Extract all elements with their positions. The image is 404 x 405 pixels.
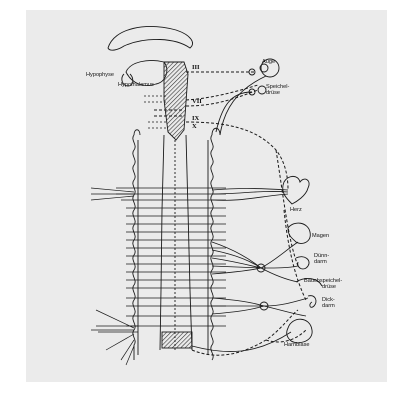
label-nerve-3: III: [192, 65, 200, 71]
label-auge: Auge: [262, 59, 275, 65]
label-magen: Magen: [312, 233, 329, 239]
label-harnblase: Harnblase: [284, 342, 310, 348]
label-nerve-7: VII: [192, 99, 202, 105]
label-hypothalamus: Hypothalamus: [118, 82, 154, 88]
sacral-region: [162, 332, 192, 348]
stomach: [288, 223, 310, 243]
salivary-gland: [258, 86, 266, 94]
label-nerve-10: X: [192, 124, 197, 130]
colon: [308, 296, 316, 308]
nervous-system-figure: Auge Hypophyse Hypothalamus III Speichel…: [26, 10, 387, 382]
brainstem: [164, 62, 188, 140]
spinal-cord-left: [160, 135, 164, 350]
label-dick-line2: darm: [322, 303, 335, 309]
label-duenn-line2: darm: [314, 259, 327, 265]
label-bauch-line2: drüse: [322, 284, 336, 290]
bladder: [287, 319, 312, 343]
label-speichel-line2: drüse: [266, 90, 280, 96]
left-fan-lines: [91, 188, 134, 365]
spinal-cord-right: [186, 135, 192, 350]
label-hypophyse: Hypophyse: [86, 72, 114, 78]
small-intestine: [296, 257, 309, 269]
label-nerve-9: IX: [192, 116, 199, 122]
autonomic-nervous-system-drawing: [26, 10, 387, 382]
label-herz: Herz: [290, 207, 302, 213]
brain-arc: [108, 27, 192, 51]
